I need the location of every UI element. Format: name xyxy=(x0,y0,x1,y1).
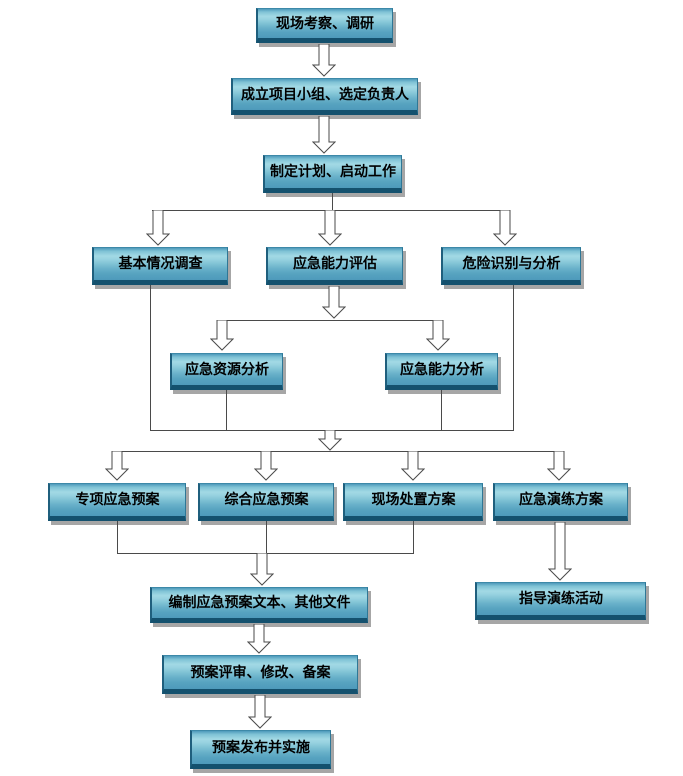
node-capability-assessment: 应急能力评估 xyxy=(266,247,403,285)
down-arrow-icon xyxy=(548,522,572,581)
connector-line xyxy=(112,451,564,452)
node-drill-plan: 应急演练方案 xyxy=(493,483,628,521)
connector-line xyxy=(332,193,333,211)
connector-line xyxy=(413,521,414,554)
down-arrow-icon xyxy=(210,320,234,351)
down-arrow-icon xyxy=(250,553,274,586)
node-comprehensive-plan: 综合应急预案 xyxy=(198,483,334,521)
node-capability-analysis: 应急能力分析 xyxy=(385,353,498,390)
connector-line xyxy=(266,521,267,554)
node-special-plan: 专项应急预案 xyxy=(48,483,186,521)
connector-line xyxy=(150,285,151,431)
down-arrow-icon xyxy=(247,624,271,654)
connector-line xyxy=(117,521,118,554)
connector-line xyxy=(221,320,439,321)
node-compile-documents: 编制应急预案文本、其他文件 xyxy=(150,587,368,623)
node-resource-analysis: 应急资源分析 xyxy=(170,353,283,390)
down-arrow-icon xyxy=(426,320,450,351)
down-arrow-icon xyxy=(254,451,278,481)
connector-line xyxy=(441,390,442,431)
down-arrow-icon xyxy=(547,451,571,481)
node-site-survey: 现场考察、调研 xyxy=(256,8,393,43)
down-arrow-icon xyxy=(318,430,342,451)
node-onsite-disposal: 现场处置方案 xyxy=(343,483,483,521)
connector-line xyxy=(226,390,227,431)
node-basic-investigation: 基本情况调查 xyxy=(92,247,228,285)
node-publish-implement: 预案发布并实施 xyxy=(190,730,331,769)
down-arrow-icon xyxy=(312,116,336,154)
down-arrow-icon xyxy=(146,210,170,246)
node-guide-drill: 指导演练活动 xyxy=(475,582,646,620)
down-arrow-icon xyxy=(493,210,517,246)
node-hazard-identification: 危险识别与分析 xyxy=(441,247,581,285)
node-form-team: 成立项目小组、选定负责人 xyxy=(231,78,418,115)
down-arrow-icon xyxy=(105,451,129,481)
connector-line xyxy=(513,285,514,431)
down-arrow-icon xyxy=(312,44,336,77)
down-arrow-icon xyxy=(322,286,346,319)
node-make-plan: 制定计划、启动工作 xyxy=(263,155,402,193)
down-arrow-icon xyxy=(401,451,425,481)
down-arrow-icon xyxy=(248,695,272,729)
down-arrow-icon xyxy=(318,210,342,246)
node-review-revise: 预案评审、修改、备案 xyxy=(162,655,358,694)
